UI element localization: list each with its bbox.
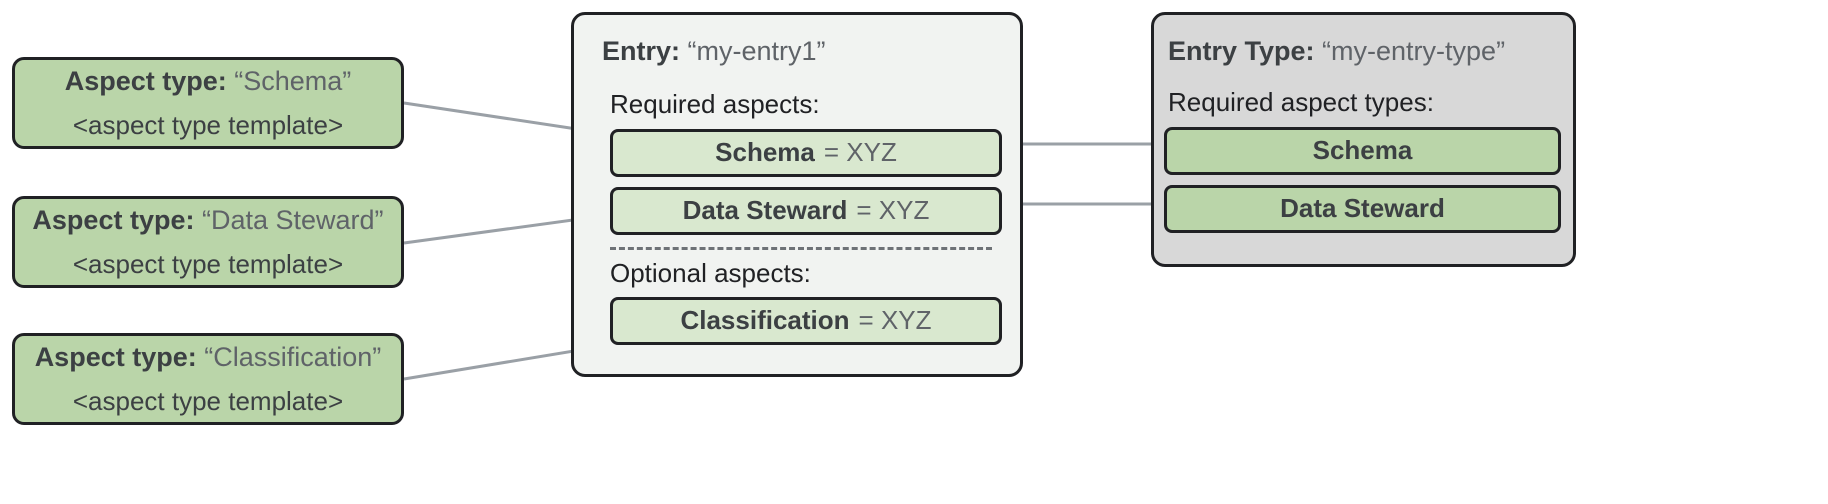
aspect-name: Schema xyxy=(715,137,815,168)
aspect-type-name: “Data Steward” xyxy=(201,204,384,235)
aspect-type-template-text: <aspect type template> xyxy=(72,109,344,140)
optional-aspects-label: Optional aspects: xyxy=(610,257,811,288)
entry-type-label: Entry Type: xyxy=(1168,36,1315,66)
aspect-type-chip-name: Schema xyxy=(1312,135,1413,166)
entry-type-panel[interactable]: Entry Type: “my-entry-type” Required asp… xyxy=(1151,12,1576,267)
entry-type-panel-title: Entry Type: “my-entry-type” xyxy=(1168,35,1559,67)
entry-type-required-aspect-type-schema[interactable]: Schema xyxy=(1164,126,1561,175)
aspect-value: = XYZ xyxy=(856,195,930,226)
aspect-type-card-classification[interactable]: Aspect type: “Classification” <aspect ty… xyxy=(12,333,404,425)
required-optional-divider xyxy=(610,246,992,250)
aspect-type-card-data-steward[interactable]: Aspect type: “Data Steward” <aspect type… xyxy=(12,196,404,288)
entry-type-name: “my-entry-type” xyxy=(1322,36,1506,66)
aspect-type-label: Aspect type: xyxy=(34,341,197,372)
entry-required-aspect-data-steward[interactable]: Data Steward = XYZ xyxy=(610,186,1002,235)
entry-optional-aspect-classification[interactable]: Classification = XYZ xyxy=(610,296,1002,345)
entry-name: “my-entry1” xyxy=(687,36,826,66)
aspect-type-label: Aspect type: xyxy=(32,204,195,235)
aspect-type-template-text: <aspect type template> xyxy=(72,385,344,416)
entry-type-required-aspect-type-data-steward[interactable]: Data Steward xyxy=(1164,184,1561,233)
aspect-value: = XYZ xyxy=(823,137,897,168)
aspect-value: = XYZ xyxy=(858,305,932,336)
aspect-type-card-schema-title: Aspect type: “Schema” xyxy=(65,66,352,97)
aspect-type-name: “Classification” xyxy=(204,341,382,372)
required-aspect-types-label: Required aspect types: xyxy=(1168,87,1434,118)
entry-label: Entry: xyxy=(602,36,681,66)
required-aspects-label: Required aspects: xyxy=(610,89,820,120)
aspect-type-template-text: <aspect type template> xyxy=(72,248,344,279)
entry-panel-title: Entry: “my-entry1” xyxy=(602,35,1000,67)
aspect-type-card-classification-title: Aspect type: “Classification” xyxy=(35,342,382,373)
aspect-type-label: Aspect type: xyxy=(64,65,227,96)
aspect-name: Classification xyxy=(680,305,850,336)
entry-panel[interactable]: Entry: “my-entry1” Required aspects: Sch… xyxy=(571,12,1023,377)
aspect-type-name: “Schema” xyxy=(234,65,352,96)
aspect-type-card-data-steward-title: Aspect type: “Data Steward” xyxy=(32,205,383,236)
aspect-type-card-schema[interactable]: Aspect type: “Schema” <aspect type templ… xyxy=(12,57,404,149)
aspect-name: Data Steward xyxy=(682,195,848,226)
entry-required-aspect-schema[interactable]: Schema = XYZ xyxy=(610,128,1002,177)
aspect-type-chip-name: Data Steward xyxy=(1280,193,1445,224)
